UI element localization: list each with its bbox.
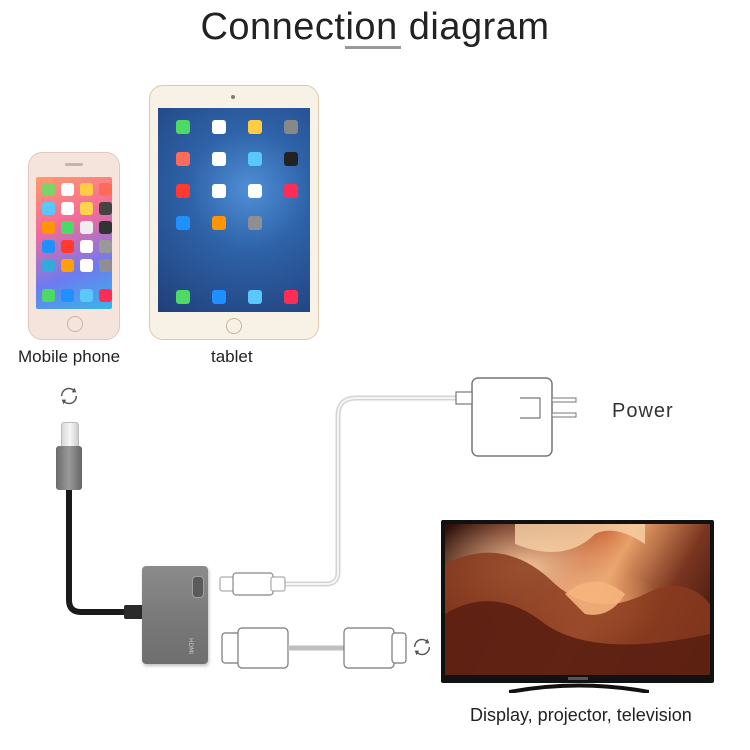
tablet-label: tablet (211, 347, 253, 366)
hdmi-plug-left-body (237, 627, 289, 669)
white-lightning-body (232, 572, 274, 596)
rotate-icon (60, 387, 78, 405)
tv-brand-strip (568, 677, 588, 680)
phone-screen (36, 177, 112, 309)
mobile-phone-label: Mobile phone (18, 347, 121, 366)
tablet-screen (158, 108, 310, 312)
tv-screen (445, 524, 710, 675)
hdmi-plug-left-tip (221, 632, 241, 664)
white-power-cable (284, 395, 456, 587)
phone-home-button (67, 316, 83, 332)
tablet-dock (176, 290, 298, 304)
adapter-lightning-port (192, 576, 204, 598)
white-lightning-neck (270, 576, 286, 592)
black-cable-strain-relief (124, 605, 144, 619)
power-prong-bottom (551, 412, 577, 418)
white-power-cable-highlight (284, 397, 456, 585)
lightning-connector-body (56, 446, 82, 490)
phone-app-grid (42, 183, 112, 272)
hdmi-plug-right-body (343, 627, 395, 669)
tablet-app-grid (176, 120, 298, 230)
power-adapter-icon (471, 377, 553, 457)
tablet-camera (231, 95, 235, 99)
phone-dock (42, 289, 112, 302)
title-underline (345, 46, 401, 49)
tv-screen-artwork (445, 524, 710, 675)
television-image (441, 520, 714, 683)
mobile-phone-image (28, 152, 120, 340)
rotate-icon (413, 638, 431, 656)
adapter-hub: HDMI (142, 566, 208, 664)
power-label: Power (612, 400, 674, 422)
power-prong-top (551, 397, 577, 403)
black-cable (66, 490, 126, 615)
phone-speaker (65, 163, 83, 166)
display-label: Display, projector, television (470, 705, 692, 725)
hdmi-plug-right-tip (391, 632, 407, 664)
tablet-image (149, 85, 319, 340)
page-title: Connection diagram (200, 6, 550, 48)
tablet-home-button (226, 318, 242, 334)
white-lightning-tip (219, 576, 235, 592)
tv-stand (509, 683, 649, 693)
adapter-hdmi-text: HDMI (187, 638, 194, 655)
power-adapter-cable-end (455, 391, 473, 405)
